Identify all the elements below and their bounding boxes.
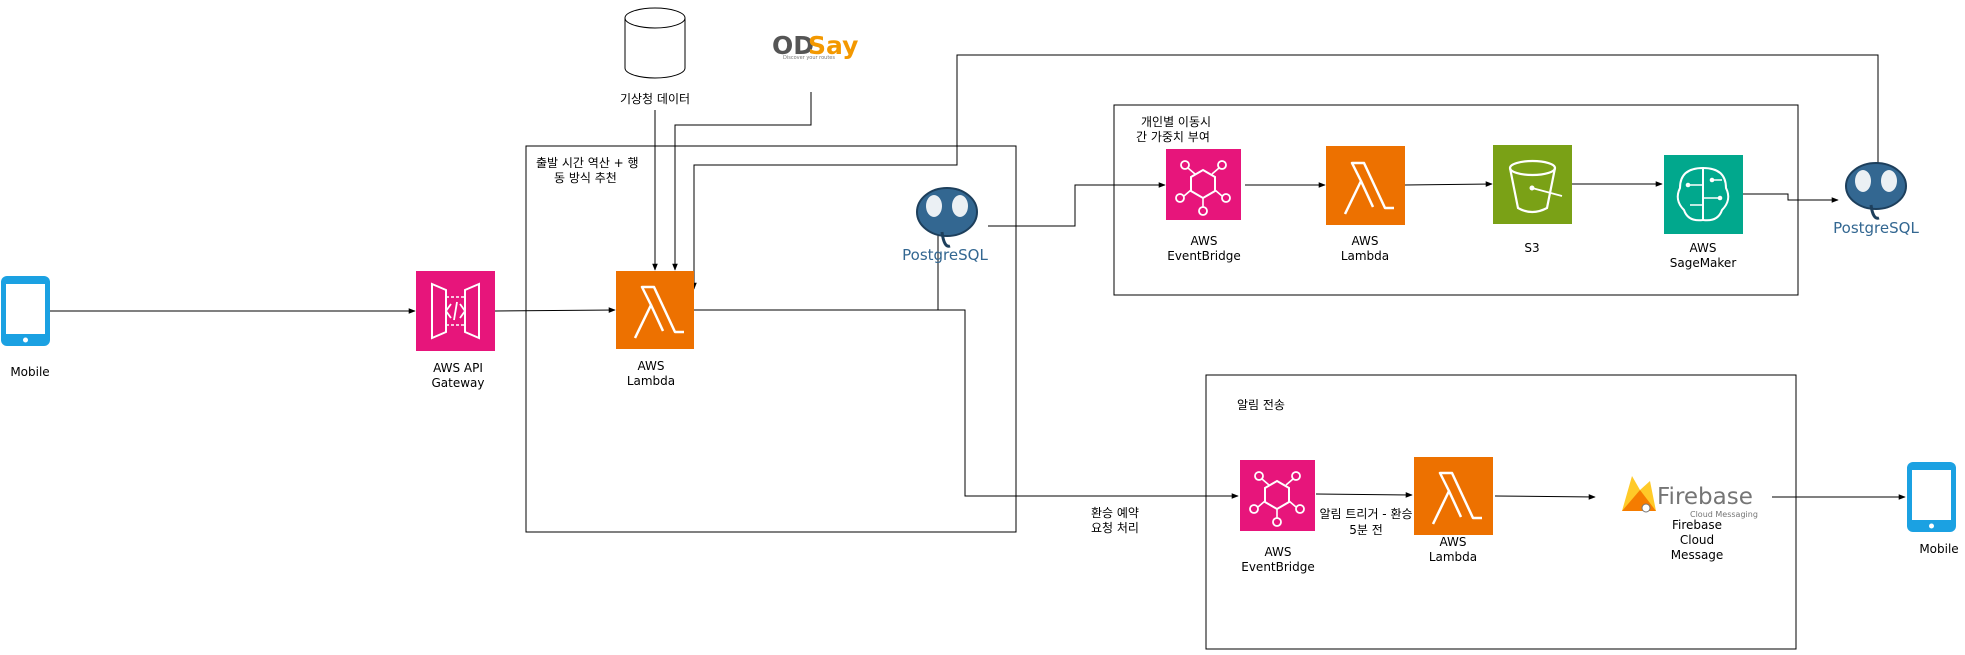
edge-postgres-feedback-to-lambda	[691, 54, 1879, 290]
group-personal-label-2: 간 가중치 부여	[1136, 130, 1210, 144]
edge-label-trigger-2: 5분 전	[1349, 523, 1383, 537]
s3-icon	[1493, 145, 1572, 224]
weather-data-label: 기상청 데이터	[620, 92, 690, 106]
lambda-icon	[1414, 457, 1493, 535]
odsay: OD Say Discover your routes	[772, 31, 858, 61]
lambda-bottom: AWS Lambda	[1414, 457, 1493, 564]
svg-text:Firebase: Firebase	[1657, 484, 1753, 510]
odsay-logo: OD Say Discover your routes	[772, 31, 858, 61]
lambda-top-label-1: AWS	[1351, 234, 1378, 248]
edge-postgres-to-eventbridge-top	[988, 182, 1166, 227]
sagemaker: AWS SageMaker	[1664, 155, 1743, 270]
edge-lambda-to-postgres	[694, 227, 941, 311]
mobile-left-label: Mobile	[10, 365, 49, 379]
eventbridge-top: AWS EventBridge	[1166, 149, 1241, 263]
svg-text:Cloud Messaging: Cloud Messaging	[1690, 510, 1758, 519]
eventbridge-top-label-1: AWS	[1190, 234, 1217, 248]
sagemaker-icon	[1664, 155, 1743, 234]
mobile-right: Mobile	[1907, 462, 1959, 556]
lambda-icon	[1326, 146, 1405, 225]
postgres-right: PostgreSQL	[1833, 162, 1919, 237]
s3: S3	[1493, 145, 1572, 255]
edge-lambda-to-firebase	[1494, 494, 1596, 500]
group-notify-label: 알림 전송	[1237, 398, 1285, 412]
firebase-label-3: Message	[1671, 548, 1724, 562]
edge-api-to-lambda	[494, 307, 616, 313]
firebase: Firebase Cloud Messaging Firebase Cloud …	[1622, 476, 1758, 562]
eventbridge-icon	[1166, 149, 1241, 220]
mobile-right-label: Mobile	[1919, 542, 1958, 556]
edge-eventbridge-to-lambda-bottom	[1315, 492, 1413, 498]
api-gateway: AWS API Gateway	[416, 271, 495, 390]
postgres-right-label: PostgreSQL	[1833, 219, 1919, 237]
mobile-icon	[1907, 462, 1956, 532]
svg-text:OD: OD	[772, 31, 814, 60]
edge-label-trigger-bg	[1318, 505, 1410, 539]
eventbridge-bottom: AWS EventBridge	[1240, 460, 1315, 574]
mobile-icon	[1, 276, 50, 346]
lambda-main: AWS Lambda	[616, 271, 694, 388]
postgresql-icon	[916, 187, 978, 248]
postgres-main-label: PostgreSQL	[902, 246, 988, 264]
lambda-icon	[616, 271, 694, 349]
group-departure	[525, 145, 1017, 533]
edge-sagemaker-to-postgres	[1743, 193, 1839, 203]
api-gateway-icon	[416, 271, 495, 351]
group-departure-label-2: 동 방식 추천	[554, 170, 617, 185]
database-icon	[624, 7, 686, 79]
firebase-label-2: Cloud	[1680, 533, 1714, 547]
lambda-top: AWS Lambda	[1326, 146, 1405, 263]
group-personal-label-1: 개인별 이동시	[1141, 115, 1211, 129]
edge-lambda-to-s3	[1404, 181, 1493, 187]
lambda-main-label-1: AWS	[637, 359, 664, 373]
lambda-bottom-label-1: AWS	[1439, 535, 1466, 549]
eventbridge-icon	[1240, 460, 1315, 531]
postgresql-icon	[1845, 162, 1907, 220]
edge-label-trigger-1: 알림 트리거 - 환승	[1319, 507, 1412, 521]
edge-lambda-to-eventbridge-bottom	[694, 309, 1239, 499]
weather-data: 기상청 데이터	[620, 7, 690, 106]
eventbridge-bottom-label-1: AWS	[1264, 545, 1291, 559]
api-gateway-label-1: AWS API	[433, 361, 483, 375]
lambda-top-label-2: Lambda	[1341, 249, 1389, 263]
firebase-label-1: Firebase	[1672, 518, 1722, 532]
s3-label: S3	[1524, 241, 1539, 255]
mobile-left: Mobile	[1, 276, 50, 379]
postgres-main: PostgreSQL	[902, 187, 988, 264]
eventbridge-bottom-label-2: EventBridge	[1241, 560, 1315, 574]
group-departure-label-1: 출발 시간 역산 + 행	[536, 155, 639, 170]
eventbridge-top-label-2: EventBridge	[1167, 249, 1241, 263]
firebase-icon: Firebase Cloud Messaging	[1622, 476, 1758, 519]
sagemaker-label-2: SageMaker	[1670, 256, 1737, 270]
svg-text:Say: Say	[808, 31, 858, 60]
edge-label-transfer-2: 요청 처리	[1091, 521, 1139, 535]
lambda-bottom-label-2: Lambda	[1429, 550, 1477, 564]
api-gateway-label-2: Gateway	[431, 376, 484, 390]
edge-odsay-to-lambda	[672, 92, 812, 271]
edge-label-transfer-1: 환승 예약	[1091, 505, 1139, 520]
lambda-main-label-2: Lambda	[627, 374, 675, 388]
sagemaker-label-1: AWS	[1689, 241, 1716, 255]
group-notify	[1205, 374, 1797, 650]
svg-text:Discover your routes: Discover your routes	[783, 55, 835, 61]
